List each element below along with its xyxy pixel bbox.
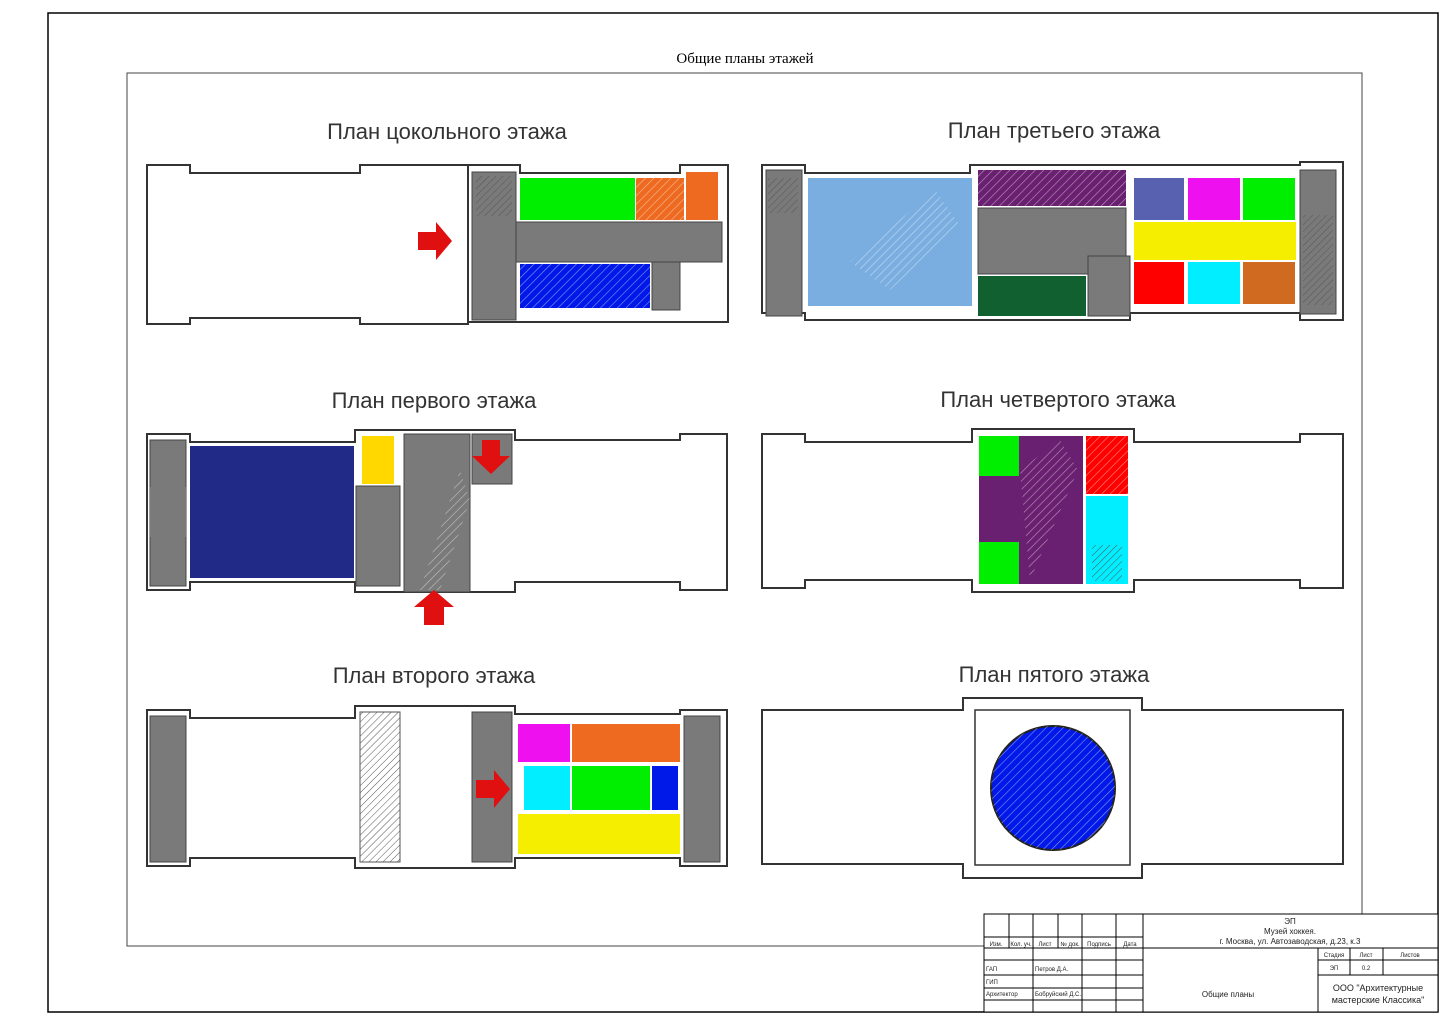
room-orange-2f bbox=[572, 724, 680, 762]
sheet-border bbox=[47, 12, 1439, 1013]
room-orange-2 bbox=[686, 172, 718, 220]
stamp-header-izm: Изм. bbox=[990, 942, 1003, 948]
sheet-title: Общие планы этажей bbox=[676, 51, 813, 67]
stamp-header-date: Дата bbox=[1123, 942, 1137, 948]
room-green-4b bbox=[979, 542, 1019, 584]
plan-title-second: План второго этажа bbox=[333, 663, 536, 688]
plan-title-fourth: План четвертого этажа bbox=[940, 387, 1176, 412]
plan-third bbox=[761, 161, 1344, 321]
room-brown bbox=[1243, 262, 1295, 304]
plan-title-first: План первого этажа bbox=[332, 388, 538, 413]
stamp-sheet-header: Лист bbox=[1359, 953, 1372, 959]
room-gold bbox=[362, 436, 394, 484]
plan-title-fifth: План пятого этажа bbox=[959, 662, 1150, 687]
stamp-doc-code: ЭП bbox=[1284, 917, 1296, 926]
stamp-header-kol: Кол. уч. bbox=[1010, 942, 1032, 948]
room-cyan-2 bbox=[524, 766, 570, 810]
room-cyan bbox=[1188, 262, 1240, 304]
entry-arrow-basement bbox=[418, 222, 452, 260]
stamp-object: Музей хоккея. bbox=[1264, 927, 1316, 936]
stamp-role-arch: Архитектор bbox=[986, 992, 1018, 998]
room-yellow-2 bbox=[518, 814, 680, 854]
plan-fourth bbox=[761, 428, 1344, 593]
plan-first bbox=[146, 429, 728, 625]
stamp-header-sign: Подпись bbox=[1087, 942, 1111, 948]
entry-arrow-second bbox=[476, 770, 510, 808]
stamp-name-arch: Бобруйский Д.С. bbox=[1035, 991, 1081, 998]
room-green-2 bbox=[572, 766, 650, 810]
stamp-sheet-value: 0.2 bbox=[1362, 966, 1371, 972]
entry-arrow-first-bottom bbox=[414, 590, 454, 625]
stamp-stage-value: ЭП bbox=[1330, 966, 1339, 972]
plan-basement bbox=[146, 164, 729, 325]
room-magenta bbox=[1188, 178, 1240, 220]
stamp-sheets-header: Листов bbox=[1400, 953, 1420, 959]
title-block: ЭП Музей хоккея. г. Москва, ул. Автозаво… bbox=[983, 913, 1439, 1013]
inner-frame bbox=[126, 72, 1363, 947]
room-yellow bbox=[1134, 222, 1296, 260]
plan-second bbox=[146, 705, 728, 869]
plan-fifth bbox=[761, 697, 1344, 879]
room-green-3 bbox=[1243, 178, 1295, 220]
stamp-company-line2: мастерские Классика" bbox=[1332, 995, 1425, 1005]
stamp-role-gap: ГАП bbox=[986, 967, 997, 973]
plan-title-basement: План цокольного этажа bbox=[327, 119, 567, 144]
room-magenta-2 bbox=[518, 724, 570, 762]
stamp-header-doc: № док. bbox=[1060, 941, 1080, 948]
room-green bbox=[520, 178, 635, 220]
room-navy bbox=[190, 446, 354, 578]
stamp-drawing-name: Общие планы bbox=[1202, 990, 1254, 999]
entry-arrow-first-top bbox=[472, 440, 510, 474]
room-blue-2 bbox=[652, 766, 678, 810]
stamp-address: г. Москва, ул. Автозаводская, д.23, к.3 bbox=[1220, 937, 1362, 946]
stamp-role-gip: ГИП bbox=[986, 980, 998, 986]
stamp-company-line1: ООО "Архитектурные bbox=[1333, 983, 1423, 993]
room-red bbox=[1134, 262, 1184, 304]
room-slate bbox=[1134, 178, 1184, 220]
room-dark-green bbox=[978, 276, 1086, 316]
plan-title-third: План третьего этажа bbox=[948, 118, 1161, 143]
stamp-stage-header: Стадия bbox=[1324, 953, 1344, 959]
stamp-header-list: Лист bbox=[1038, 942, 1051, 948]
stamp-name-gap: Петров Д.А. bbox=[1035, 967, 1068, 973]
